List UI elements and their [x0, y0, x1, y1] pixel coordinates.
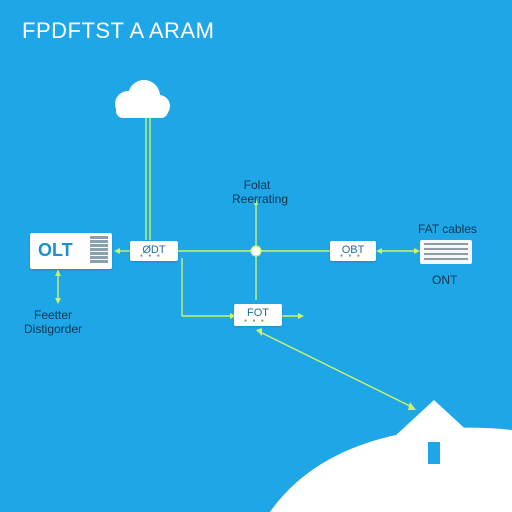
server-rack-icon: [90, 236, 108, 266]
center-caption-line2: Reerrating: [232, 192, 289, 206]
port-dots: ● ● ●: [340, 253, 362, 259]
center-caption: Folat Reerrating: [232, 178, 289, 206]
odt-node: ØDT ● ● ●: [130, 241, 178, 261]
center-caption-line1: Folat: [243, 178, 271, 192]
ont-device-icon: [420, 240, 472, 264]
splitter-node: [250, 245, 262, 257]
odt-label: ØDT: [142, 244, 166, 256]
port-dots: ● ● ●: [244, 318, 266, 324]
obt-label: OBT: [341, 244, 365, 256]
obt-node: OBT ● ● ●: [330, 241, 376, 261]
feeder-caption-line1: Feetter: [34, 308, 73, 322]
ont-label: ONT: [432, 273, 458, 287]
fat-cables-label: FAT cables: [418, 222, 477, 236]
fot-label: FOT: [247, 307, 269, 319]
feeder-caption: Feetter Distigorder: [24, 308, 82, 336]
feeder-caption-line2: Distigorder: [24, 322, 83, 336]
cloud-icon: [115, 80, 170, 118]
connection-lines: [57, 118, 418, 409]
house-icon: [394, 400, 474, 472]
fot-node: FOT ● ● ●: [234, 304, 282, 326]
port-dots: ● ● ●: [140, 253, 162, 259]
page-title: FPDFTST A ARAM: [22, 18, 215, 43]
olt-label: OLT: [38, 240, 73, 260]
hill-shape: [270, 427, 512, 512]
olt-node: OLT: [30, 233, 112, 269]
